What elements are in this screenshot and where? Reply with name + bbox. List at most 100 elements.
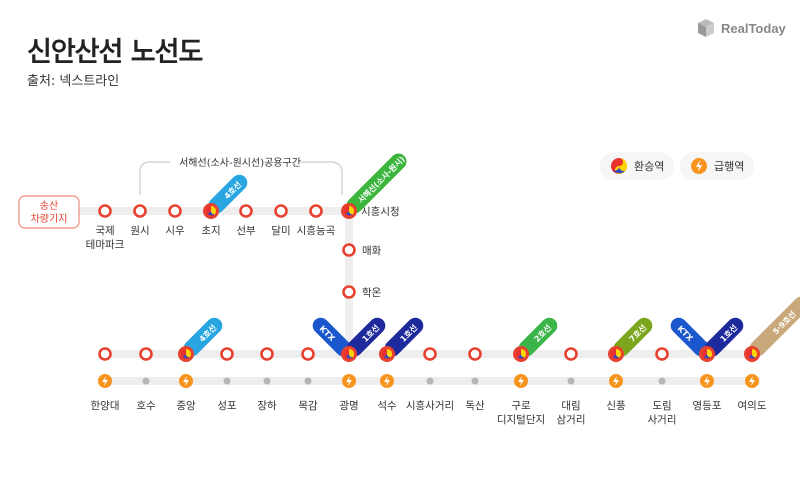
station-label: 한양대: [91, 400, 120, 412]
station-학온[interactable]: [342, 285, 356, 299]
transfer-badge-pill: [518, 317, 558, 357]
brand-logo: RealToday: [695, 18, 786, 38]
station-시흥사거리[interactable]: [423, 347, 437, 361]
taeguk-yellow: [706, 349, 712, 359]
transfer-badge-pill: [183, 317, 223, 357]
page-title: 신안산선 노선도: [27, 37, 203, 68]
station-독산[interactable]: [468, 347, 482, 361]
lightning-icon: [749, 376, 755, 386]
lightning-icon: [704, 376, 710, 386]
station-원시[interactable]: [133, 204, 147, 218]
lightning-icon: [346, 376, 352, 386]
station-label: 장하: [257, 399, 277, 412]
station-dot[interactable]: [468, 347, 482, 361]
taeguk-yellow: [210, 206, 216, 216]
station-목감[interactable]: [301, 347, 315, 361]
station-dot[interactable]: [98, 204, 112, 218]
taeguk-yellow: [348, 349, 354, 359]
taeguk-blue: [183, 354, 190, 359]
transfer-badge-pill: [346, 153, 407, 214]
station-dot[interactable]: [423, 347, 437, 361]
station-label: 시우: [165, 225, 185, 237]
station-dot[interactable]: [564, 347, 578, 361]
lightning-icon: [518, 376, 524, 386]
station-dot[interactable]: [655, 347, 669, 361]
station-dot[interactable]: [168, 204, 182, 218]
legend-transfer-label: 환승역: [634, 160, 665, 173]
station-label: 목감: [298, 400, 318, 412]
station-성포[interactable]: [220, 347, 234, 361]
taeguk-blue: [613, 354, 620, 359]
transfer-badge-ktx-pill: [312, 317, 352, 357]
station-시흥능곡[interactable]: [309, 204, 323, 218]
station-label: 선부: [236, 225, 256, 237]
transfer-badge-ktx: KTX: [312, 317, 352, 357]
transfer-badge-pill: [346, 317, 386, 357]
depot-box: [18, 195, 80, 229]
taeguk-blue: [384, 354, 391, 359]
transfer-badge-ktx: KTX: [670, 317, 710, 357]
station-dot[interactable]: [220, 347, 234, 361]
transfer-badge-pill: [613, 317, 653, 357]
station-dot[interactable]: [98, 347, 112, 361]
station-선부[interactable]: [239, 204, 253, 218]
depot-label: 차량기지: [31, 213, 68, 225]
shared-section-bracket: [139, 161, 343, 195]
shared-section-label: 서해선(소사-원시선)공용구간: [179, 156, 301, 169]
transfer-station-icon: [608, 346, 624, 362]
legend-transfer: 환승역: [600, 152, 675, 180]
station-호수[interactable]: [139, 347, 153, 361]
taeguk-yellow: [615, 349, 621, 359]
taeguk-yellow: [520, 349, 526, 359]
station-dot[interactable]: [139, 347, 153, 361]
local-stop-dot: [263, 377, 271, 385]
station-label: 디지털단지: [497, 414, 545, 426]
station-label: 시흥능곡: [297, 224, 336, 237]
station-label: 학온: [362, 287, 382, 299]
station-dot[interactable]: [239, 204, 253, 218]
station-label: 사거리: [648, 414, 677, 426]
station-도림사거리[interactable]: [655, 347, 669, 361]
station-label: 시흥시청: [361, 205, 400, 218]
taeguk-blue: [346, 211, 353, 216]
cube-logo-icon: [698, 19, 714, 37]
taeguk-blue: [208, 211, 215, 216]
transfer-badge-label: 서해선(소사-원시): [356, 154, 407, 205]
station-label: 초지: [201, 225, 220, 237]
station-한양대[interactable]: [98, 347, 112, 361]
lightning-icon: [384, 376, 390, 386]
station-장하[interactable]: [260, 347, 274, 361]
transfer-station-icon: [203, 203, 219, 219]
station-dot[interactable]: [260, 347, 274, 361]
source-caption: 출처: 넥스트라인: [27, 74, 120, 89]
legend-express: 급행역: [680, 152, 755, 180]
taeguk-blue: [704, 354, 711, 359]
taeguk-blue: [346, 354, 353, 359]
local-stop-dot: [567, 377, 575, 385]
station-매화[interactable]: [342, 243, 356, 257]
local-stop-dot: [223, 377, 231, 385]
station-label: 구로: [511, 400, 531, 412]
station-dot[interactable]: [274, 204, 288, 218]
taeguk-blue: [749, 354, 756, 359]
taeguk-yellow: [185, 349, 191, 359]
station-국제테마파크[interactable]: [98, 204, 112, 218]
taeguk-yellow: [751, 349, 757, 359]
express-stop-icon: [342, 374, 356, 388]
station-dot[interactable]: [301, 347, 315, 361]
track-branch: [345, 211, 353, 356]
station-dot[interactable]: [342, 243, 356, 257]
station-대림삼거리[interactable]: [564, 347, 578, 361]
station-시우[interactable]: [168, 204, 182, 218]
station-달미[interactable]: [274, 204, 288, 218]
station-label: 매화: [362, 245, 382, 257]
station-label: 광명: [339, 400, 358, 412]
express-stop-icon: [609, 374, 623, 388]
station-label: 달미: [271, 225, 290, 237]
station-dot[interactable]: [342, 285, 356, 299]
transfer-station-icon: [341, 203, 357, 219]
station-dot[interactable]: [309, 204, 323, 218]
local-stop-dot: [304, 377, 312, 385]
station-dot[interactable]: [133, 204, 147, 218]
station-label: 영등포: [693, 400, 722, 412]
